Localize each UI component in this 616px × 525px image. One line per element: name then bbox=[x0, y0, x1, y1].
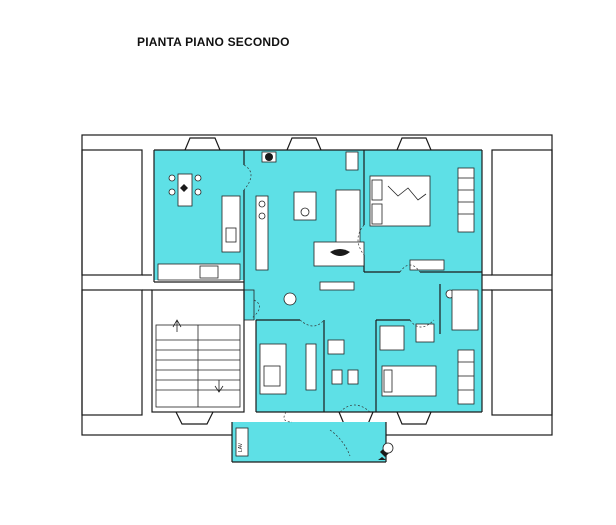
console bbox=[319, 281, 355, 291]
door-swings bbox=[243, 164, 435, 457]
counter-bottom bbox=[157, 263, 241, 281]
stairwell bbox=[151, 289, 255, 413]
study-furniture bbox=[259, 343, 317, 395]
armchair bbox=[415, 323, 435, 343]
lower-hall bbox=[232, 422, 386, 462]
kitchen-counter bbox=[221, 195, 241, 253]
chair bbox=[168, 174, 176, 182]
bathroom-fixtures bbox=[327, 339, 359, 385]
armchair-set bbox=[313, 241, 365, 267]
decor bbox=[300, 207, 310, 217]
bookcase bbox=[305, 343, 317, 391]
wardrobe bbox=[457, 349, 475, 405]
lower-hall-fixtures: LAV bbox=[235, 427, 394, 460]
cabinet bbox=[345, 151, 359, 171]
pillow bbox=[371, 203, 383, 225]
stove bbox=[225, 227, 237, 243]
rooms bbox=[154, 150, 482, 462]
cushion bbox=[263, 365, 281, 387]
bidet bbox=[347, 369, 359, 385]
master-bedroom-furniture bbox=[369, 167, 475, 271]
plant-icon bbox=[265, 153, 273, 161]
sink bbox=[199, 265, 219, 279]
pillow bbox=[383, 369, 393, 393]
plan-title: PIANTA PIANO SECONDO bbox=[137, 35, 290, 49]
desk bbox=[409, 259, 445, 271]
bed-icon bbox=[451, 289, 479, 331]
lamp bbox=[258, 200, 266, 208]
kitchen-furniture bbox=[157, 173, 269, 281]
chair bbox=[168, 188, 176, 196]
wardrobe bbox=[457, 167, 475, 233]
sink bbox=[327, 339, 345, 355]
round-table bbox=[283, 292, 297, 306]
toilet bbox=[331, 369, 343, 385]
bath-shower bbox=[379, 325, 405, 351]
chair bbox=[194, 188, 202, 196]
building-outline bbox=[81, 134, 553, 436]
stairs-icon bbox=[156, 319, 240, 393]
lounge-chair bbox=[330, 249, 350, 256]
window-bays bbox=[175, 137, 432, 425]
chair bbox=[194, 174, 202, 182]
pillow bbox=[371, 179, 383, 201]
bedroom-two-furniture bbox=[379, 289, 479, 405]
planter bbox=[382, 442, 394, 454]
bathroom bbox=[324, 320, 376, 412]
coffee-table bbox=[293, 191, 317, 221]
lamp bbox=[258, 212, 266, 220]
living-furniture bbox=[261, 151, 365, 306]
plant-icon bbox=[180, 184, 188, 192]
laundry-cabinet bbox=[235, 427, 249, 457]
laundry-label: LAV bbox=[238, 442, 244, 452]
